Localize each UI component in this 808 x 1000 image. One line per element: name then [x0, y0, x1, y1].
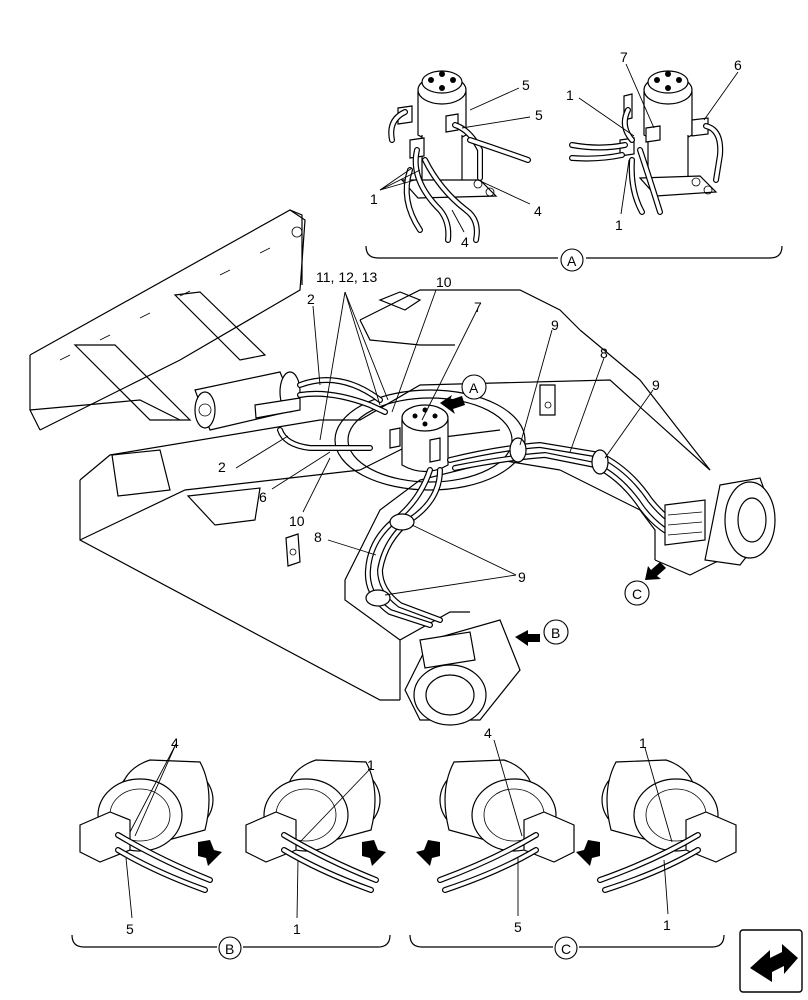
label-a-4-right: 4	[534, 203, 542, 219]
detail-b-brace	[71, 934, 391, 948]
track-motor-right	[664, 477, 776, 566]
detail-b: 4 5 1 1 B	[71, 735, 391, 960]
detail-a-brace	[365, 245, 783, 259]
swivel-joint-left	[388, 70, 531, 243]
swivel-ring	[334, 389, 526, 491]
label-m-9-top: 9	[551, 317, 559, 333]
arrow-to-c	[645, 562, 666, 580]
view-c-circle	[554, 936, 578, 960]
arrow-b-left	[198, 840, 222, 866]
label-a-7: 7	[620, 49, 628, 65]
arrow-to-a	[440, 395, 465, 414]
label-a-1-left: 1	[370, 191, 378, 207]
label-c-5: 5	[514, 919, 522, 935]
hose-clamps	[365, 437, 609, 607]
label-a-5-mid: 5	[535, 107, 543, 123]
view-b-circle	[218, 936, 242, 960]
view-c-letter: C	[561, 941, 571, 957]
label-m-10-top: 10	[436, 274, 452, 290]
lower-frame	[79, 289, 721, 701]
label-m-11-12-13: 11, 12, 13	[316, 269, 377, 285]
arrow-c-circle	[624, 580, 650, 606]
motor-b-right	[245, 759, 386, 919]
detail-a-leaders	[379, 63, 739, 233]
label-m-10-bottom: 10	[289, 513, 305, 529]
label-a-1-lower: 1	[615, 217, 623, 233]
cylinder	[194, 371, 301, 431]
label-a-6: 6	[734, 57, 742, 73]
label-c-4: 4	[484, 725, 492, 741]
view-a-letter: A	[567, 253, 577, 269]
arrow-c-right	[576, 840, 600, 866]
main-assembly: A B C 11, 12, 13 10 7 2 2 6 10	[29, 209, 776, 726]
label-b-1-bottom: 1	[293, 921, 301, 937]
arrow-a-circle	[461, 374, 487, 400]
label-c-1-top: 1	[639, 735, 647, 751]
upper-frame	[29, 209, 306, 431]
arrow-a-letter: A	[469, 380, 479, 396]
label-m-6: 6	[259, 489, 267, 505]
label-m-8-right: 8	[600, 345, 608, 361]
arrow-to-b	[515, 630, 540, 646]
label-m-2-top: 2	[307, 291, 315, 307]
label-m-7: 7	[474, 299, 482, 315]
main-leaders	[235, 289, 654, 596]
track-motor-left	[404, 619, 521, 726]
motor-b-left	[79, 743, 222, 919]
label-m-9-bottom: 9	[518, 569, 526, 585]
label-c-1-bottom: 1	[663, 917, 671, 933]
label-a-1-upper: 1	[566, 87, 574, 103]
label-m-8-left: 8	[314, 529, 322, 545]
arrow-c-letter: C	[632, 586, 642, 602]
swivel-joint-right	[569, 70, 724, 215]
motor-c-right	[576, 747, 737, 915]
label-b-5: 5	[126, 921, 134, 937]
arrow-b-letter: B	[551, 625, 560, 641]
view-a-circle	[560, 248, 584, 272]
motor-c-left	[416, 739, 575, 916]
label-m-2-left: 2	[218, 459, 226, 475]
detail-a: 5 5 1 4 4 7 6 1 1 A	[365, 49, 783, 272]
label-a-5-top: 5	[522, 77, 530, 93]
label-a-4-bottom: 4	[461, 234, 469, 250]
detail-c: 4 5 1 1 C	[409, 725, 737, 960]
view-b-letter: B	[225, 941, 234, 957]
fold-arrow-icon[interactable]	[739, 929, 803, 993]
arrow-b-circle	[543, 619, 569, 645]
label-m-9-right: 9	[652, 377, 660, 393]
label-b-4: 4	[171, 735, 179, 751]
label-b-1-top: 1	[367, 757, 375, 773]
detail-c-brace	[409, 934, 725, 948]
arrow-b-right	[362, 840, 386, 866]
arrow-c-left	[416, 840, 440, 866]
